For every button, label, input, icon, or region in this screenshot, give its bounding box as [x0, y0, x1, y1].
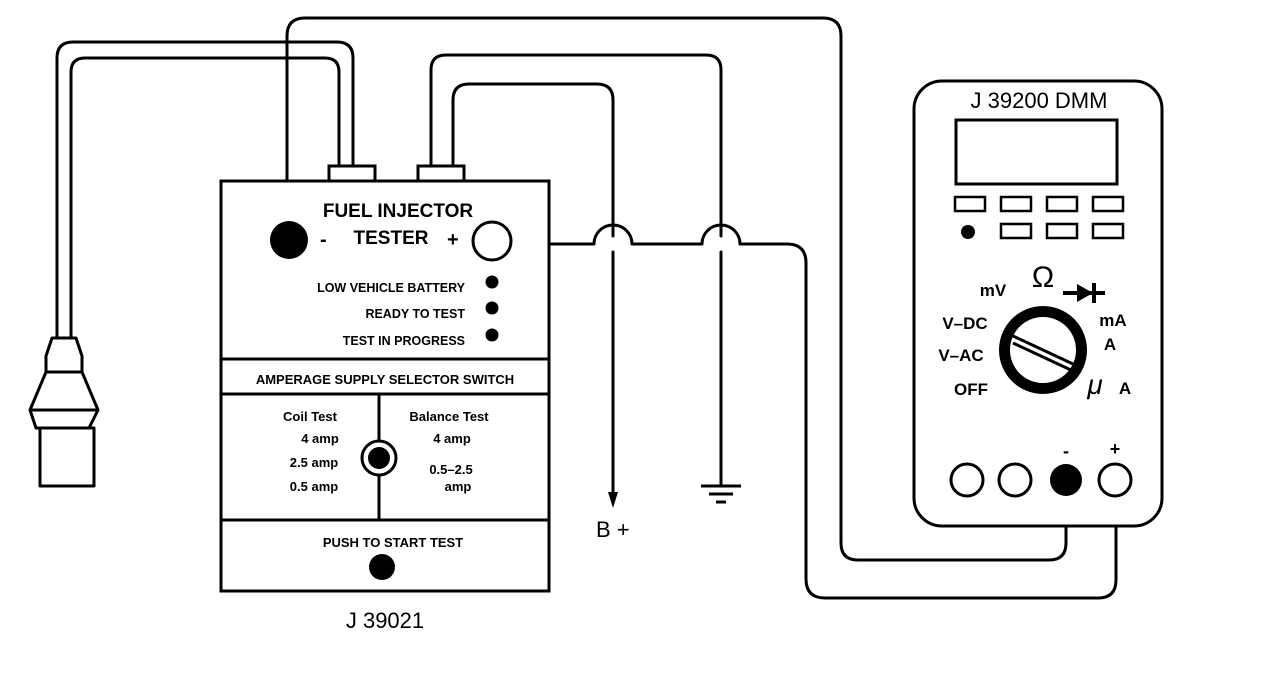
balance-test-value-range: 0.5–2.5	[429, 462, 472, 477]
dmm-button[interactable]	[999, 195, 1033, 213]
push-to-start-label: PUSH TO START TEST	[323, 535, 463, 550]
dmm-button[interactable]	[1045, 222, 1079, 240]
dmm-negative-jack[interactable]	[1050, 464, 1082, 496]
dial-label-ua-a: A	[1119, 379, 1131, 398]
injector-connector-body	[38, 426, 96, 488]
injector-wire-inner	[69, 56, 341, 340]
ground-icon	[701, 484, 741, 504]
dmm-power-button[interactable]	[961, 225, 975, 239]
tester-title-line2: TESTER	[354, 228, 429, 249]
dmm-button[interactable]	[1091, 222, 1125, 240]
coil-test-value-2-5: 2.5 amp	[290, 455, 338, 470]
dial-label-ma: mA	[1099, 311, 1126, 330]
dmm-jack-plus-label: +	[1110, 439, 1121, 459]
indicator-label-ready: READY TO TEST	[365, 307, 465, 321]
dial-label-vdc: V–DC	[942, 314, 987, 333]
injector-connector-boot	[28, 336, 100, 430]
tester-positive-jack[interactable]	[471, 220, 513, 262]
tester-negative-jack[interactable]	[270, 221, 308, 259]
coil-test-value-0-5: 0.5 amp	[290, 479, 338, 494]
indicator-led-ready	[485, 301, 499, 315]
tester-model-label: J 39021	[346, 608, 424, 633]
dmm-button[interactable]	[953, 195, 987, 213]
dial-label-a: A	[1104, 335, 1116, 354]
dmm-jack[interactable]	[949, 462, 985, 498]
bplus-wire	[429, 53, 723, 238]
dial-label-mu: μ	[1086, 369, 1102, 400]
balance-test-heading: Balance Test	[409, 409, 489, 424]
coil-test-value-4: 4 amp	[301, 431, 339, 446]
dial-label-mv: mV	[980, 281, 1007, 300]
indicator-led-low-battery	[485, 275, 499, 289]
coil-test-heading: Coil Test	[283, 409, 338, 424]
dial-label-vac: V–AC	[938, 346, 983, 365]
digital-multimeter: J 39200 DMM mV Ω V–DC V–AC OFF mA A μ A	[912, 79, 1164, 528]
selector-header: AMPERAGE SUPPLY SELECTOR SWITCH	[256, 372, 514, 387]
balance-test-value-4: 4 amp	[433, 431, 471, 446]
dmm-button[interactable]	[999, 222, 1033, 240]
bplus-arrow-icon	[608, 492, 618, 508]
dmm-body	[912, 79, 1164, 528]
dmm-positive-jack[interactable]	[1097, 462, 1133, 498]
tester-minus-label: -	[320, 229, 327, 251]
dmm-button[interactable]	[1091, 195, 1125, 213]
wires	[55, 16, 1118, 600]
dmm-display	[954, 118, 1119, 186]
dmm-button[interactable]	[1045, 195, 1079, 213]
injector-connector	[28, 336, 100, 488]
dmm-button-grid	[953, 195, 1125, 240]
indicator-label-low-battery: LOW VEHICLE BATTERY	[317, 281, 466, 295]
ground-wire	[451, 82, 615, 238]
dmm-title: J 39200 DMM	[971, 88, 1108, 113]
indicator-label-in-progress: TEST IN PROGRESS	[343, 334, 465, 348]
dmm-selector-dial[interactable]	[999, 306, 1087, 394]
diode-icon	[1063, 283, 1105, 303]
negative-lead	[285, 16, 1068, 562]
amperage-selector-knob[interactable]	[360, 439, 398, 477]
dmm-jack-minus-label: -	[1063, 441, 1069, 461]
bplus-label: B +	[596, 517, 630, 542]
dmm-jack[interactable]	[997, 462, 1033, 498]
indicator-led-in-progress	[485, 328, 499, 342]
dial-label-off: OFF	[954, 380, 988, 399]
injector-wire-outer	[55, 40, 355, 340]
dial-label-ohm: Ω	[1032, 261, 1054, 294]
positive-lead	[511, 223, 1118, 600]
balance-test-value-unit: amp	[445, 479, 472, 494]
push-to-start-button[interactable]	[369, 554, 395, 580]
fuel-injector-tester: FUEL INJECTOR TESTER - + LOW VEHICLE BAT…	[219, 164, 551, 633]
tester-title-line1: FUEL INJECTOR	[323, 201, 474, 222]
tester-plus-label: +	[447, 229, 459, 251]
